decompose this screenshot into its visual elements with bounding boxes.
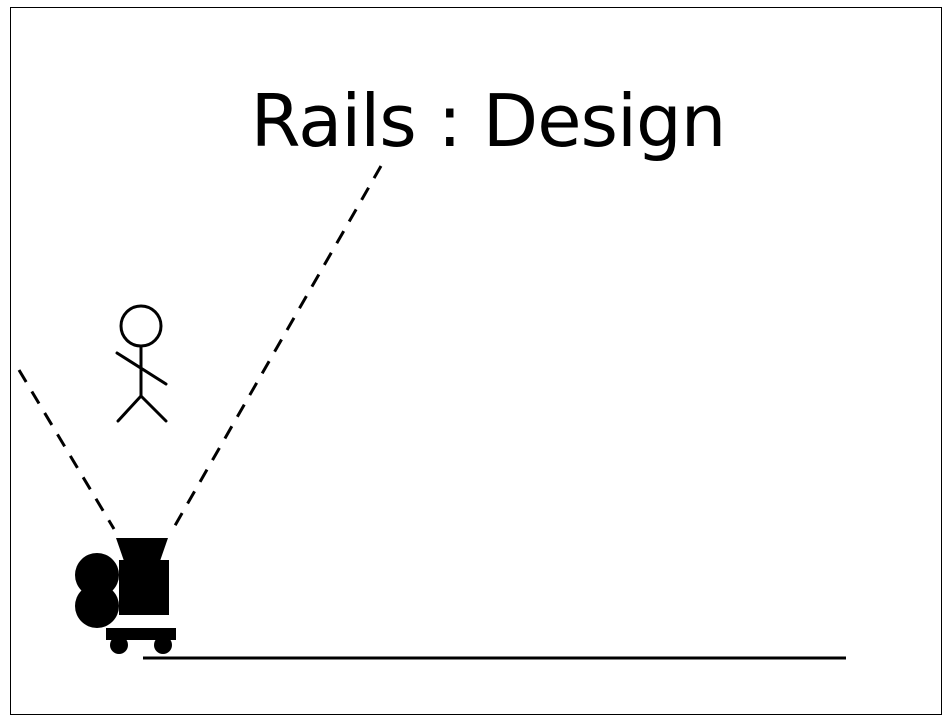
slide-illustration [11,8,942,715]
locomotive-cab [119,560,169,615]
locomotive-smokestack [116,538,168,561]
stick-figure-head [121,306,161,346]
left-sight-line [19,370,114,529]
locomotive-wheel-rear [154,636,172,654]
locomotive-boiler-bottom [75,584,119,628]
slide-canvas: Rails : Design [10,7,942,715]
stick-figure-icon [117,306,166,421]
steam-locomotive-icon [75,538,176,654]
locomotive-wheel-front [110,636,128,654]
right-sight-line [173,166,381,529]
stick-figure-right-leg [141,396,166,421]
stick-figure-left-leg [118,396,141,421]
